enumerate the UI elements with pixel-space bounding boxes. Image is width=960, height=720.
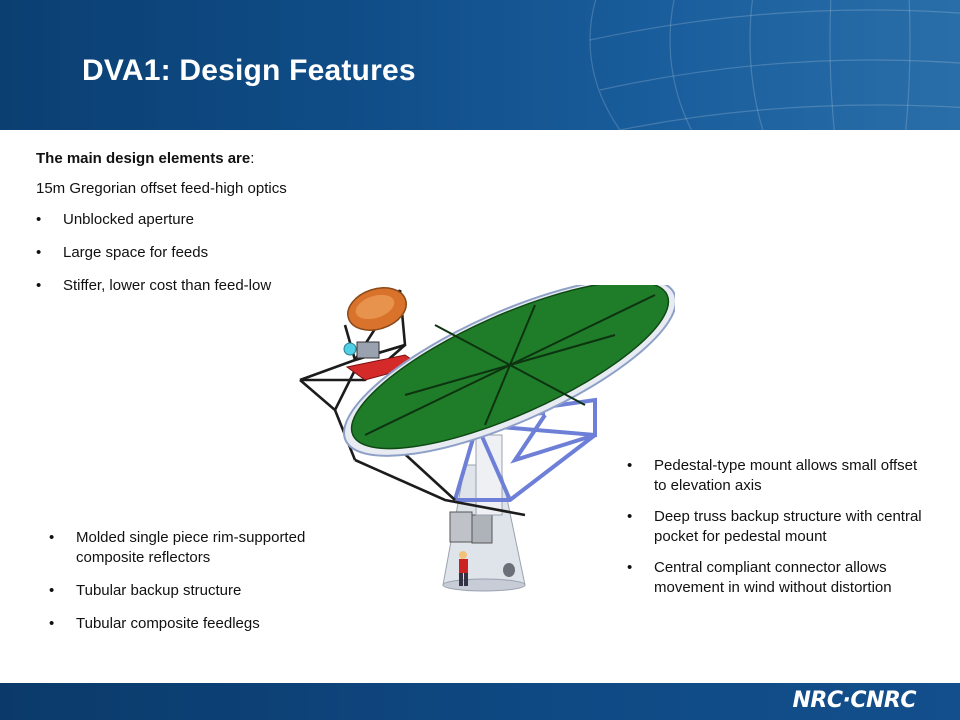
globe-decoration bbox=[589, 0, 960, 130]
mount-bullet: Pedestal-type mount allows small offset … bbox=[627, 456, 927, 496]
intro-bullet: Stiffer, lower cost than feed-low bbox=[36, 276, 287, 296]
intro-subtitle: 15m Gregorian offset feed-high optics bbox=[36, 180, 287, 197]
reflector-bullet: Molded single piece rim-supported compos… bbox=[49, 528, 349, 568]
intro-heading-text: The main design elements are bbox=[36, 150, 251, 167]
mount-bullet: Deep truss backup structure with central… bbox=[627, 507, 927, 547]
intro-section: The main design elements are: 15m Gregor… bbox=[36, 150, 287, 309]
intro-bullet: Unblocked aperture bbox=[36, 210, 287, 230]
intro-bullet-list: Unblocked aperture Large space for feeds… bbox=[36, 210, 287, 296]
intro-heading: The main design elements are: bbox=[36, 150, 287, 167]
mount-bullet-list: Pedestal-type mount allows small offset … bbox=[627, 456, 927, 598]
mount-bullet: Central compliant connector allows movem… bbox=[627, 558, 927, 598]
slide-title: DVA1: Design Features bbox=[82, 54, 416, 87]
mount-notes: Pedestal-type mount allows small offset … bbox=[627, 456, 927, 609]
reflector-bullet: Tubular composite feedlegs bbox=[49, 614, 349, 634]
person-figure bbox=[459, 551, 468, 586]
footer-bar: NRC·CNRC bbox=[0, 683, 960, 720]
nrc-cnrc-logo: NRC·CNRC bbox=[792, 688, 917, 713]
reflector-bullet: Tubular backup structure bbox=[49, 581, 349, 601]
intro-heading-colon: : bbox=[250, 150, 255, 167]
header-banner: DVA1: Design Features bbox=[0, 0, 960, 130]
reflector-bullet-list: Molded single piece rim-supported compos… bbox=[49, 528, 349, 634]
reflector-notes: Molded single piece rim-supported compos… bbox=[49, 528, 349, 647]
antenna-illustration bbox=[299, 285, 675, 592]
intro-bullet: Large space for feeds bbox=[36, 243, 287, 263]
